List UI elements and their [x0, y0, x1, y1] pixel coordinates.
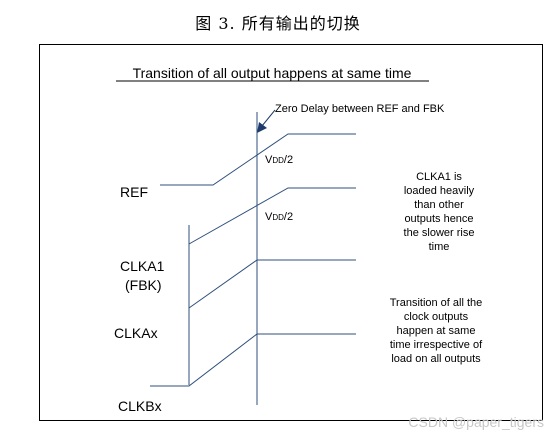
- signal-label-ref: REF: [120, 184, 148, 200]
- note-same-time-transition: Transition of all the clock outputs happ…: [390, 297, 483, 365]
- note1-line: outputs hence: [404, 213, 473, 225]
- note1-line: CLKA1 is: [416, 171, 462, 183]
- note1-line: the slower rise: [404, 227, 475, 239]
- signal-label-clkax: CLKAx: [114, 325, 158, 341]
- clkbx-waveform: [150, 333, 356, 387]
- watermark: CSDN @paper_tigers: [408, 414, 544, 430]
- diagram-frame: [39, 44, 543, 421]
- note1-line: loaded heavily: [404, 185, 475, 197]
- vdd-half-label-2: VDD/2: [265, 211, 293, 223]
- note2-line: time irrespective of: [390, 339, 483, 351]
- ref-waveform: [160, 133, 356, 186]
- vdd-half-label-1: VDD/2: [265, 154, 293, 166]
- note2-line: happen at same: [397, 325, 476, 337]
- signal-label-clkbx: CLKBx: [118, 398, 162, 414]
- note2-line: clock outputs: [404, 311, 469, 323]
- clka1-waveform: [188, 187, 356, 245]
- zero-delay-arrow-shaft: [261, 109, 276, 127]
- signal-label-clka1: CLKA1: [120, 258, 165, 274]
- note1-line: than other: [414, 199, 464, 211]
- zero-delay-note: Zero Delay between REF and FBK: [275, 103, 445, 115]
- note2-line: Transition of all the: [390, 297, 483, 309]
- zero-delay-arrow-head: [257, 122, 267, 133]
- signal-label-fbk: (FBK): [125, 277, 162, 293]
- note-clka1-loading: CLKA1 is loaded heavily than other outpu…: [404, 171, 475, 253]
- clkax-waveform: [188, 259, 356, 309]
- note1-line: time: [429, 241, 450, 253]
- figure-caption: 图 3. 所有输出的切换: [195, 14, 361, 33]
- note2-line: load on all outputs: [391, 353, 481, 365]
- diagram-title: Transition of all output happens at same…: [133, 65, 412, 81]
